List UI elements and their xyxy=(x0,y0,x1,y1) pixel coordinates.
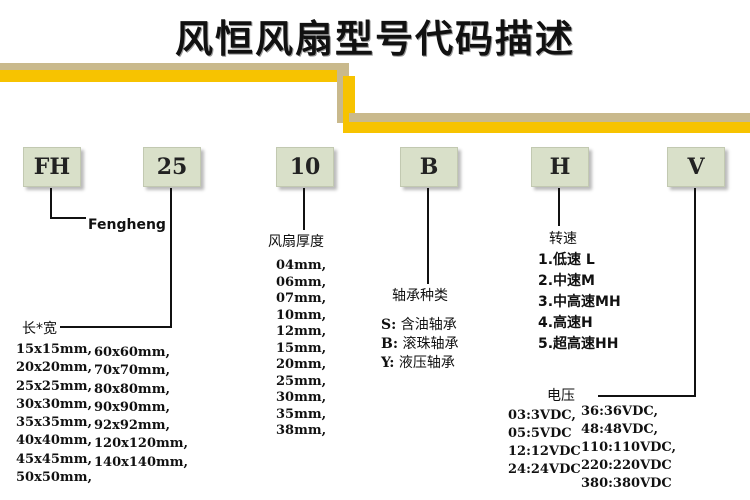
list-item: 80x80mm, xyxy=(94,381,170,397)
list-item: 48:48VDC, xyxy=(581,422,658,437)
bearing-list: S: 含油轴承 B: 滚珠轴承 Y: 液压轴承 xyxy=(381,316,458,373)
code-box-thickness: 10 xyxy=(276,147,334,187)
list-item: 06mm, xyxy=(276,274,327,290)
voltage-label: 电压 xyxy=(547,388,575,404)
connector-voltage-h xyxy=(598,395,696,397)
list-item: 92x92mm, xyxy=(94,418,170,434)
list-item: 1.低速 L xyxy=(538,252,595,268)
connector-bearing xyxy=(427,188,429,284)
list-item: 20mm, xyxy=(276,357,327,372)
list-item: 50x50mm, xyxy=(16,470,92,486)
list-item: 70x70mm, xyxy=(94,363,170,379)
connector-size-h xyxy=(60,326,172,328)
code-box-speed: H xyxy=(531,147,589,187)
bearing-key: S: xyxy=(381,317,397,333)
connector-fh-h xyxy=(50,217,86,219)
list-item: S: 含油轴承 xyxy=(381,316,458,335)
thickness-list: 04mm, 06mm, 07mm, 10mm, 12mm, 15mm, 20mm… xyxy=(276,258,326,440)
list-item: 220:220VDC xyxy=(581,458,672,473)
list-item: 15x15mm, xyxy=(16,342,92,357)
thickness-label: 风扇厚度 xyxy=(268,234,324,250)
list-item: 24:24VDC xyxy=(508,462,581,477)
speed-label: 转速 xyxy=(549,231,577,247)
list-item: 30x30mm, xyxy=(16,396,92,412)
list-item: 30mm, xyxy=(276,390,327,405)
list-item: 35mm, xyxy=(276,406,327,422)
list-item: 3.中高速MH xyxy=(538,294,621,310)
list-item: 35x35mm, xyxy=(16,415,92,431)
list-item: 140x140mm, xyxy=(94,454,189,470)
list-item: 36:36VDC, xyxy=(581,404,658,419)
list-item: 12:12VDC xyxy=(508,444,581,459)
brand-label: Fengheng xyxy=(88,217,166,233)
bearing-text: 液压轴承 xyxy=(398,355,455,371)
list-item: 12mm, xyxy=(276,324,327,339)
list-item: 15mm, xyxy=(276,340,327,356)
list-item: 120x120mm, xyxy=(94,436,189,452)
bearing-key: B: xyxy=(381,336,399,352)
list-item: 10mm, xyxy=(276,307,327,323)
speed-list: 1.低速 L 2.中速M 3.中高速MH 4.高速H 5.超高速HH xyxy=(538,250,621,355)
list-item: 07mm, xyxy=(276,291,327,306)
code-box-size: 25 xyxy=(143,147,201,187)
bearing-label: 轴承种类 xyxy=(392,288,448,304)
list-item: 4.高速H xyxy=(538,315,593,331)
list-item: B: 滚珠轴承 xyxy=(381,335,458,354)
voltage-list-2: 36:36VDC, 48:48VDC, 110:110VDC, 220:220V… xyxy=(581,403,676,493)
list-item: 90x90mm, xyxy=(94,399,170,415)
size-label: 长*宽 xyxy=(22,321,57,337)
bearing-text: 滚珠轴承 xyxy=(402,336,459,352)
list-item: 03:3VDC, xyxy=(508,408,576,423)
connector-thickness xyxy=(303,188,305,230)
list-item: 05:5VDC xyxy=(508,426,572,441)
code-box-voltage: V xyxy=(667,147,725,187)
list-item: 380:380VDC xyxy=(581,476,672,491)
list-item: Y: 液压轴承 xyxy=(381,354,458,373)
page-title: 风恒风扇型号代码描述 xyxy=(174,17,575,61)
voltage-list-1: 03:3VDC, 05:5VDC 12:12VDC 24:24VDC xyxy=(508,407,581,479)
connector-fh xyxy=(50,188,52,219)
list-item: 40x40mm, xyxy=(16,433,92,449)
list-item: 60x60mm, xyxy=(94,345,170,360)
list-item: 20x20mm, xyxy=(16,360,92,376)
list-item: 110:110VDC, xyxy=(581,440,677,455)
bearing-key: Y: xyxy=(381,355,395,371)
code-box-fh: FH xyxy=(23,147,81,187)
list-item: 38mm, xyxy=(276,423,327,438)
connector-size xyxy=(170,188,172,328)
list-item: 2.中速M xyxy=(538,273,595,289)
list-item: 45x45mm, xyxy=(16,451,92,467)
size-list-1: 15x15mm, 20x20mm, 25x25mm, 30x30mm, 35x3… xyxy=(16,341,92,487)
list-item: 25mm, xyxy=(276,373,327,389)
list-item: 5.超高速HH xyxy=(538,336,619,352)
list-item: 04mm, xyxy=(276,258,327,273)
code-box-bearing: B xyxy=(400,147,458,187)
size-list-2: 60x60mm, 70x70mm, 80x80mm, 90x90mm, 92x9… xyxy=(94,344,188,472)
connector-voltage xyxy=(694,188,696,397)
list-item: 25x25mm, xyxy=(16,378,92,394)
connector-speed xyxy=(558,188,560,226)
bearing-text: 含油轴承 xyxy=(400,317,457,333)
